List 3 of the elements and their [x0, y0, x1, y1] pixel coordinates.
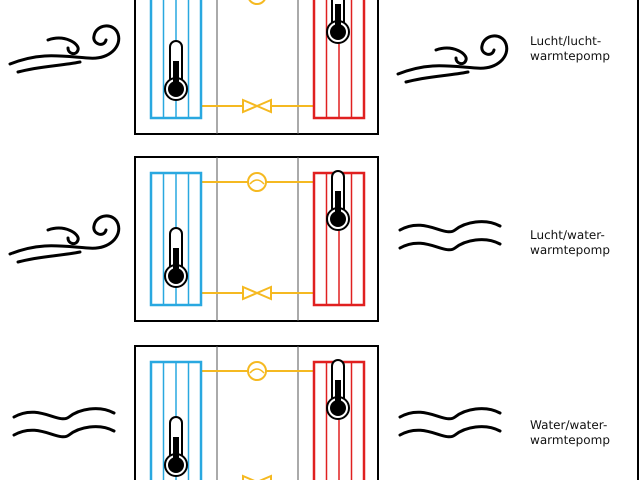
heat-pump-type-label: Lucht/water-warmtepomp: [530, 228, 611, 258]
heat-pump-type-label: Water/water-warmtepomp: [530, 418, 611, 448]
heat-pump-type-label: Lucht/lucht-warmtepomp: [530, 34, 611, 64]
